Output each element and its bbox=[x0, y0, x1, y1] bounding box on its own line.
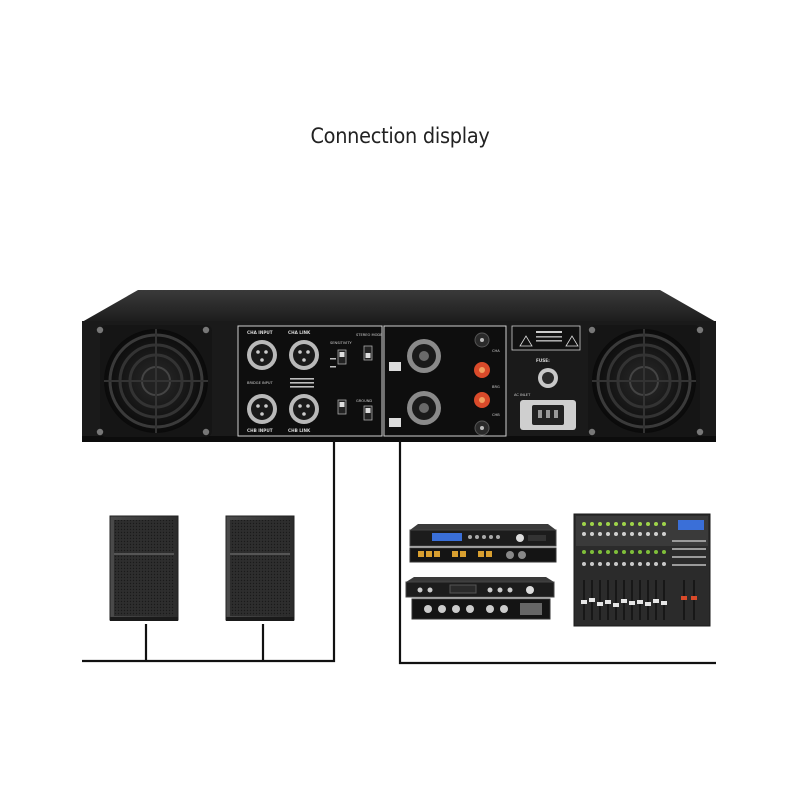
equalizer-unit bbox=[405, 577, 555, 598]
ground-switch[interactable] bbox=[363, 405, 373, 421]
signal-cable bbox=[398, 440, 716, 665]
amplifier-top bbox=[82, 290, 716, 322]
speaker-cable bbox=[82, 440, 336, 663]
label-stereo-mode: STEREO MODE bbox=[356, 333, 383, 337]
label-chb: CHB bbox=[492, 413, 500, 417]
output-panel: CHA BRG CHB bbox=[383, 325, 507, 437]
binding-post-cha-black[interactable] bbox=[474, 332, 490, 348]
label-fuse: FUSE: bbox=[536, 358, 550, 363]
mixer-display bbox=[678, 520, 704, 530]
warning-triangle-icon-2 bbox=[565, 335, 579, 347]
binding-post-chb-red[interactable] bbox=[474, 392, 490, 408]
power-sequencer-unit bbox=[411, 598, 551, 620]
xlr-cha-input-connector[interactable] bbox=[247, 340, 277, 370]
label-bridge: BRG bbox=[492, 385, 500, 389]
fuse-holder[interactable] bbox=[538, 368, 558, 388]
clip-switch[interactable] bbox=[337, 399, 347, 415]
output-label-sticker bbox=[389, 362, 401, 371]
mode-switch[interactable] bbox=[363, 345, 373, 361]
label-ground: GROUND bbox=[356, 399, 372, 403]
display-screen bbox=[432, 533, 462, 541]
mixing-console bbox=[573, 513, 711, 627]
xlr-chb-link-connector[interactable] bbox=[289, 394, 319, 424]
label-cha: CHA bbox=[492, 349, 500, 353]
crossover-rear-panel bbox=[409, 547, 557, 563]
xlr-chb-input-connector[interactable] bbox=[247, 394, 277, 424]
binding-post-chb-black[interactable] bbox=[474, 420, 490, 436]
audio-processor-unit bbox=[409, 524, 557, 547]
speakon-chb-connector[interactable] bbox=[407, 391, 441, 425]
left-fan-icon bbox=[100, 325, 212, 437]
label-ac-inlet: AC INLET bbox=[514, 393, 531, 397]
label-cha-input: CHA INPUT bbox=[247, 330, 273, 335]
label-bridge-input: BRIDGE INPUT bbox=[247, 381, 274, 385]
label-sensitivity: SENSITIVITY bbox=[330, 341, 353, 345]
right-fan-icon bbox=[588, 325, 700, 437]
label-chb-link: CHB LINK bbox=[288, 428, 311, 433]
input-panel: CHA INPUT CHA LINK CHB INPUT CHB LINK BR… bbox=[237, 325, 383, 437]
label-chb-input: CHB INPUT bbox=[247, 428, 273, 433]
power-section: FUSE: AC INLET bbox=[511, 325, 581, 430]
label-cha-link: CHA LINK bbox=[288, 330, 311, 335]
panel-screws bbox=[96, 326, 704, 436]
cables bbox=[82, 440, 716, 665]
speaker-right bbox=[225, 515, 295, 621]
power-amplifier: CHA INPUT CHA LINK CHB INPUT CHB LINK BR… bbox=[82, 290, 716, 442]
page-title: Connection display bbox=[310, 124, 490, 148]
warning-triangle-icon bbox=[519, 335, 533, 347]
xlr-cha-link-connector[interactable] bbox=[289, 340, 319, 370]
sensitivity-switch[interactable] bbox=[337, 349, 347, 365]
ac-power-inlet[interactable] bbox=[520, 400, 576, 430]
binding-post-cha-red[interactable] bbox=[474, 362, 490, 378]
speakon-cha-connector[interactable] bbox=[407, 339, 441, 373]
speaker-left bbox=[109, 515, 179, 621]
